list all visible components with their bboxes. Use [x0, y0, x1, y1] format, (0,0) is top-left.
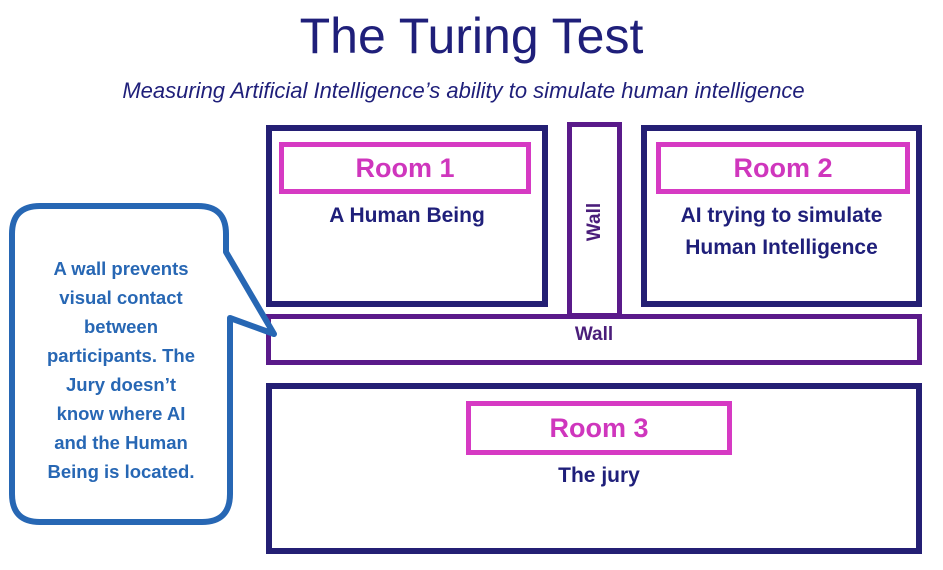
room-1-label: Room 1 — [279, 142, 531, 194]
callout-line: know where AI — [56, 403, 186, 424]
callout-line: Jury doesn’t — [66, 374, 176, 395]
horizontal-wall — [266, 314, 922, 365]
horizontal-wall-label: Wall — [574, 324, 614, 345]
callout-text: A wall prevents visual contact between p… — [18, 254, 224, 486]
callout-line: participants. The — [46, 345, 196, 366]
callout-line: between — [83, 316, 159, 337]
room-3-label: Room 3 — [466, 401, 732, 455]
diagram-subtitle: Measuring Artificial Intelligence’s abil… — [122, 78, 805, 103]
room-1-description: A Human Being — [329, 204, 485, 227]
callout-line: A wall prevents — [53, 258, 189, 279]
callout-line: Being is located. — [47, 461, 195, 482]
room-2-description-line-1: AI trying to simulate — [680, 204, 883, 227]
room-3-description: The jury — [558, 464, 640, 487]
room-2-label: Room 2 — [656, 142, 910, 194]
callout-line: visual contact — [59, 287, 183, 308]
callout-line: and the Human — [54, 432, 188, 453]
diagram-title: The Turing Test — [299, 8, 644, 64]
room-2-description-line-2: Human Intelligence — [685, 236, 878, 259]
